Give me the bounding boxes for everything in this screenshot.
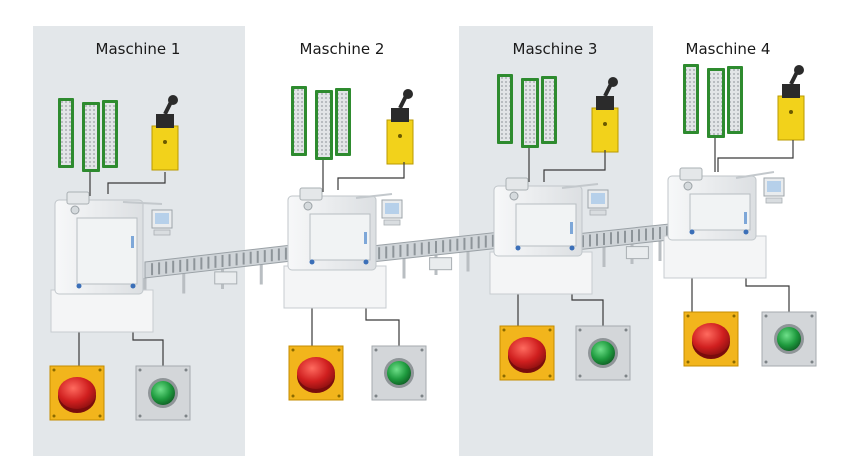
hmi-terminal-2-icon xyxy=(355,193,403,226)
emergency-stop-3-icon xyxy=(499,325,555,381)
start-button-1-icon xyxy=(135,365,191,421)
emergency-stop-4-icon xyxy=(683,311,739,367)
machine-2-label: Maschine 2 xyxy=(299,40,385,58)
conveyor-2 xyxy=(370,231,502,282)
safety-switch-4-icon xyxy=(777,65,805,141)
emergency-stop-2-icon xyxy=(288,345,344,401)
safety-guard-1-icon xyxy=(58,98,118,172)
start-button-3-icon xyxy=(575,325,631,381)
conveyor-1 xyxy=(143,243,302,298)
machine-4-label: Maschine 4 xyxy=(685,40,771,58)
machine-3-icon xyxy=(489,177,593,295)
machine-3 xyxy=(489,74,631,381)
machine-1 xyxy=(49,95,191,421)
safety-guard-2-icon xyxy=(291,86,351,160)
machine-1-icon xyxy=(50,191,154,333)
emergency-stop-1-icon xyxy=(49,365,105,421)
safety-switch-2-icon xyxy=(386,89,414,165)
safety-guard-4-icon xyxy=(683,64,743,138)
start-button-4-icon xyxy=(761,311,817,367)
machine-2-icon xyxy=(283,187,387,309)
machine-4-icon xyxy=(663,167,767,279)
machine-3-label: Maschine 3 xyxy=(512,40,598,58)
hmi-terminal-1-icon xyxy=(122,201,173,236)
machine-1-label: Maschine 1 xyxy=(95,40,181,58)
machine-2 xyxy=(283,86,427,401)
safety-switch-1-icon xyxy=(151,95,179,171)
hmi-terminal-4-icon xyxy=(735,171,785,204)
hmi-terminal-3-icon xyxy=(561,183,609,216)
start-button-2-icon xyxy=(371,345,427,401)
machine-4 xyxy=(663,64,817,367)
safety-guard-3-icon xyxy=(497,74,557,148)
